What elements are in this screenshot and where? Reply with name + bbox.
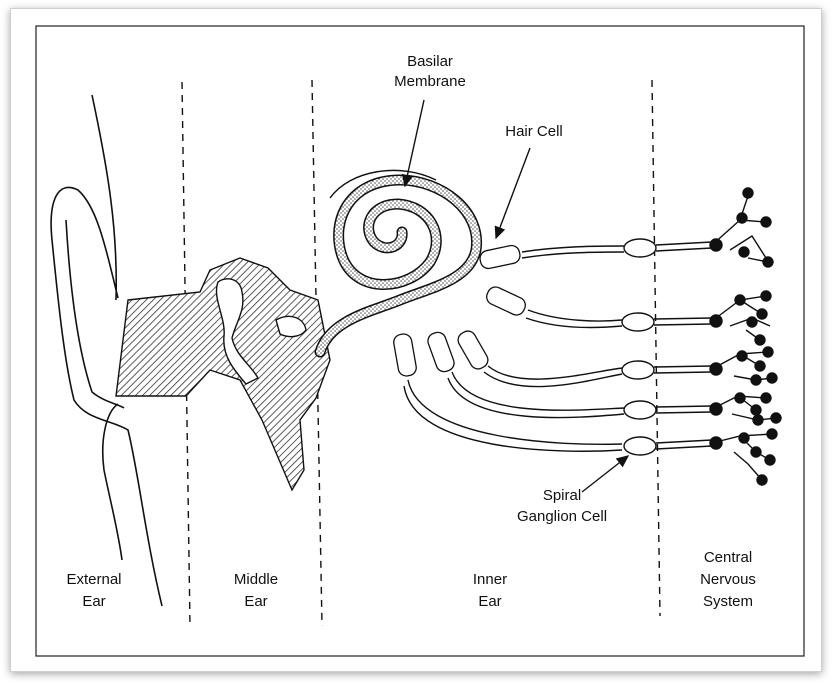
nerve-fibers xyxy=(403,245,625,452)
label-inner-line1: Inner xyxy=(473,571,507,588)
label-middle-line1: Middle xyxy=(234,571,278,588)
hair-cell-3 xyxy=(457,330,489,370)
ossicle-stapes xyxy=(275,315,307,338)
labels: Basilar Membrane Hair Cell Spiral Gangli… xyxy=(66,53,755,610)
label-inner-line2: Ear xyxy=(478,593,501,610)
label-basilar-line1: Basilar xyxy=(407,53,453,70)
hair-cell-1 xyxy=(479,244,521,270)
cns-cluster-2 xyxy=(709,290,772,346)
ear-canal-hatched xyxy=(115,257,331,492)
ossicle-malleus xyxy=(215,278,259,385)
external-ear-illustration xyxy=(50,94,163,607)
label-external-line2: Ear xyxy=(82,593,105,610)
label-cns-line1: Central xyxy=(704,549,752,566)
cns-cluster-4 xyxy=(709,392,782,426)
cns-cluster-5 xyxy=(709,428,778,486)
cns-axons xyxy=(653,241,713,450)
arrow-spiral-ganglion xyxy=(581,455,630,493)
hair-cell-4 xyxy=(427,331,455,373)
label-hair-cell: Hair Cell xyxy=(505,123,563,140)
arrow-hair-cell xyxy=(494,147,531,240)
panel-border xyxy=(35,25,805,657)
callout-arrows xyxy=(401,99,630,493)
arrow-basilar-membrane xyxy=(401,99,425,188)
hair-cell-2 xyxy=(486,286,526,316)
divider-inner-cns xyxy=(651,79,661,617)
label-external-line1: External xyxy=(66,571,121,588)
label-spiral-line1: Spiral xyxy=(543,487,581,504)
label-cns-line3: System xyxy=(703,593,753,610)
spiral-ganglion-cells xyxy=(621,238,657,456)
hair-cells xyxy=(393,244,526,377)
label-cns-line2: Nervous xyxy=(700,571,756,588)
label-middle-line2: Ear xyxy=(244,593,267,610)
cns-neurons xyxy=(709,187,782,486)
cns-cluster-1 xyxy=(709,187,774,268)
label-basilar-line2: Membrane xyxy=(394,73,466,90)
cochlea-spiral xyxy=(314,169,483,358)
cns-cluster-3 xyxy=(709,346,778,386)
label-spiral-line2: Ganglion Cell xyxy=(517,508,607,525)
hair-cell-5 xyxy=(393,333,417,377)
